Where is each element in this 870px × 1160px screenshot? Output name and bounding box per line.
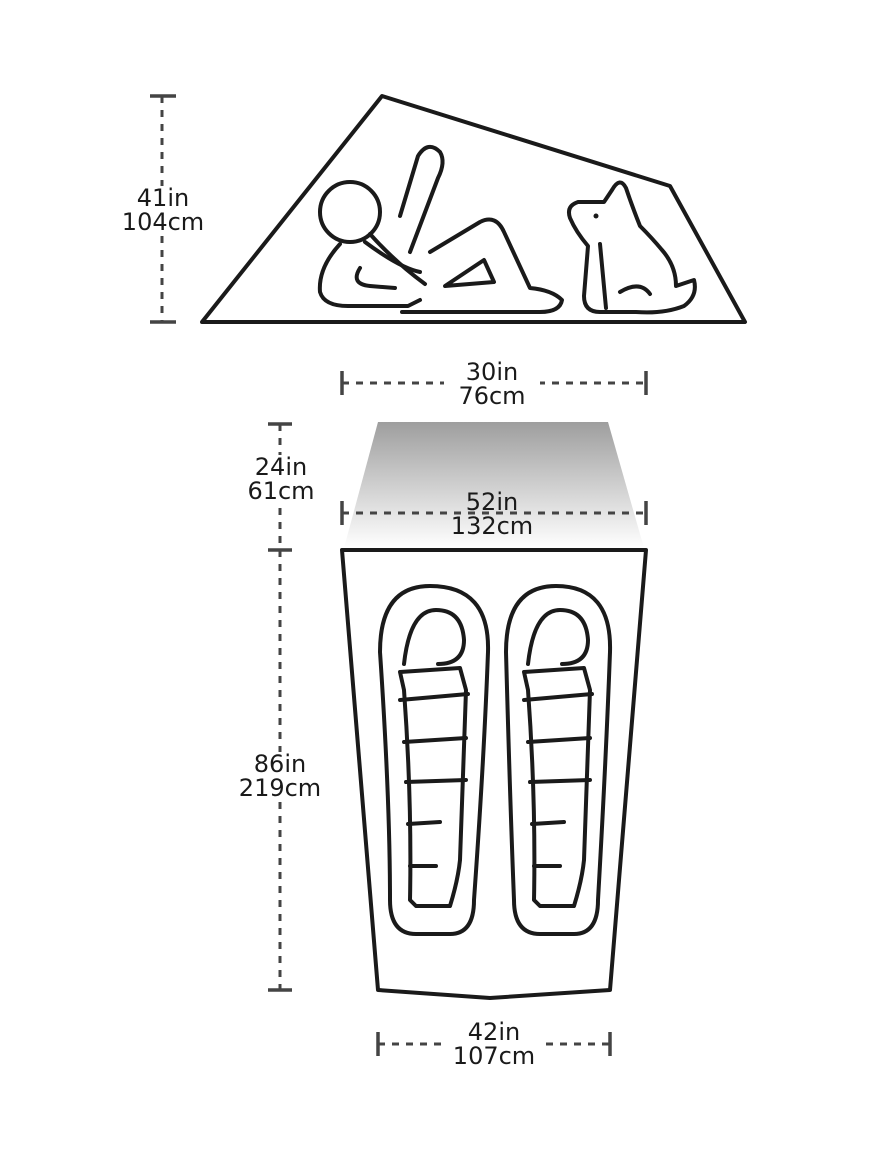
head-width-label: 52in 132cm xyxy=(434,490,550,538)
end-width-label: 30in 76cm xyxy=(444,360,540,408)
tent-floor-outline xyxy=(340,548,648,1000)
length-metric: 219cm xyxy=(238,774,322,802)
tent-side-profile xyxy=(200,94,747,324)
head-width-imperial: 52in xyxy=(465,488,519,516)
head-width-dimension xyxy=(340,501,648,525)
end-width-metric: 76cm xyxy=(458,382,526,410)
dog-sitting-icon xyxy=(567,180,697,315)
length-dimension xyxy=(268,550,292,992)
head-width-metric: 132cm xyxy=(450,512,534,540)
end-width-dimension xyxy=(340,371,648,395)
foot-width-metric: 107cm xyxy=(452,1042,536,1070)
foot-width-label: 42in 107cm xyxy=(442,1020,546,1068)
vestibule-depth-imperial: 24in xyxy=(254,453,308,481)
vestibule-area xyxy=(344,422,644,548)
vestibule-depth-label: 24in 61cm xyxy=(236,455,326,503)
foot-width-imperial: 42in xyxy=(467,1018,521,1046)
sleeping-bag-icon xyxy=(378,584,491,936)
person-reclining-icon xyxy=(317,144,564,314)
end-width-imperial: 30in xyxy=(465,358,519,386)
length-label: 86in 219cm xyxy=(230,752,330,800)
sleeping-bag-icon xyxy=(504,584,613,936)
vestibule-depth-metric: 61cm xyxy=(247,477,315,505)
height-label: 41in 104cm xyxy=(118,186,208,234)
length-imperial: 86in xyxy=(253,750,307,778)
height-imperial: 41in xyxy=(136,184,190,212)
height-metric: 104cm xyxy=(121,208,205,236)
